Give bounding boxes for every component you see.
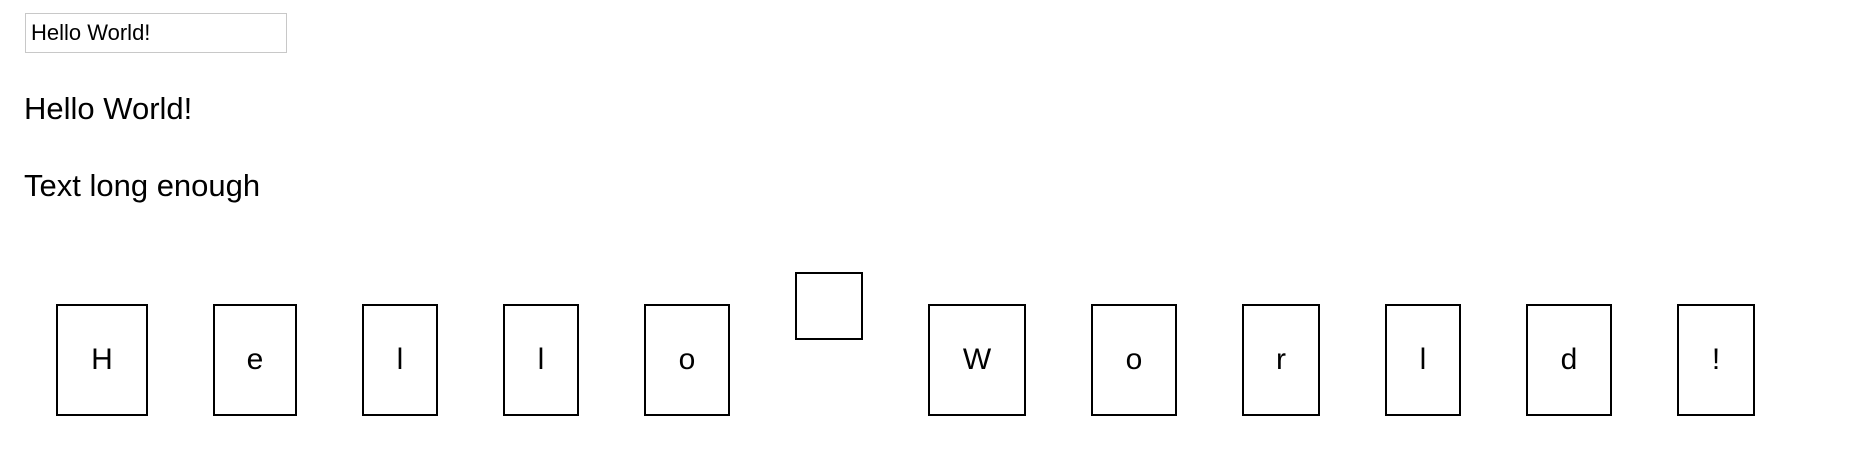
echo-text: Hello World! — [24, 91, 193, 126]
letter-box: r — [1242, 304, 1320, 416]
status-text: Text long enough — [24, 168, 261, 203]
letter-box: l — [1385, 304, 1461, 416]
letter-box: l — [362, 304, 438, 416]
letter-box: d — [1526, 304, 1612, 416]
letter-box: W — [928, 304, 1026, 416]
letter-box: e — [213, 304, 297, 416]
letter-box: ! — [1677, 304, 1755, 416]
letter-box: o — [644, 304, 730, 416]
text-input[interactable] — [25, 13, 287, 53]
letter-box: o — [1091, 304, 1177, 416]
letter-box-space — [795, 272, 863, 340]
letter-box: H — [56, 304, 148, 416]
letter-box: l — [503, 304, 579, 416]
